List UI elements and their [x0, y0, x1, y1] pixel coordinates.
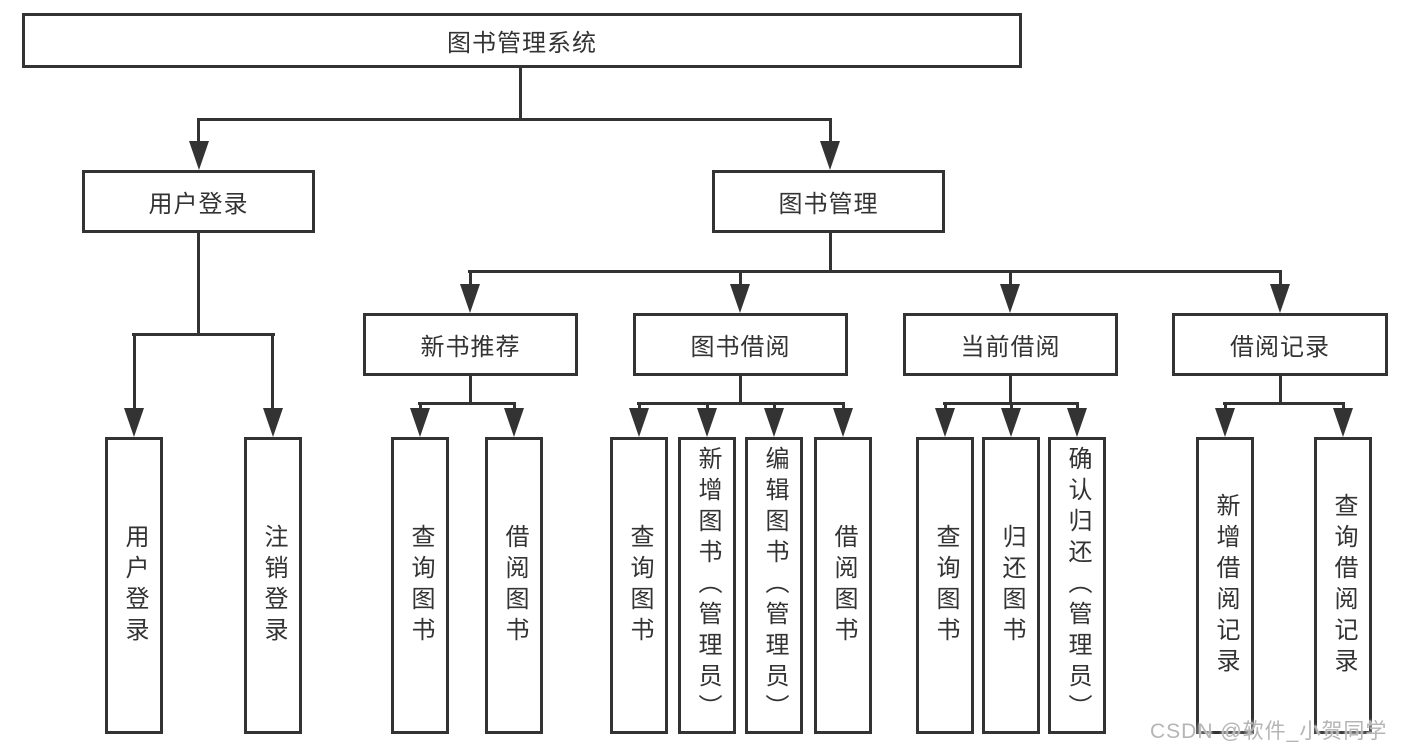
arrow-down-icon	[1000, 284, 1020, 313]
arrow-down-icon	[1001, 408, 1021, 437]
node-user-login: 用户登录	[82, 170, 315, 233]
leaf-label: 注销登录	[259, 523, 287, 648]
connector-line	[469, 270, 472, 286]
connector-line	[468, 270, 1282, 273]
arrow-down-icon	[189, 141, 209, 170]
arrow-down-icon	[730, 284, 750, 313]
node-library-management-system: 图书管理系统	[22, 13, 1022, 68]
leaf-user-login: 用户登录	[105, 437, 163, 734]
connector-line	[1010, 402, 1013, 411]
leaf-label: 归还图书	[997, 523, 1025, 648]
connector-line	[418, 402, 516, 405]
leaf-label: 编辑图书（管理员）	[760, 446, 788, 725]
connector-line	[739, 375, 742, 405]
arrow-down-icon	[833, 408, 853, 437]
connector-line	[519, 67, 522, 120]
connector-line	[1224, 402, 1227, 411]
connector-line	[513, 402, 516, 411]
connector-line	[197, 118, 200, 146]
connector-line	[637, 402, 845, 405]
node-label: 图书借阅	[690, 334, 791, 361]
leaf-edit-books-admin: 编辑图书（管理员）	[745, 437, 803, 734]
connector-line	[842, 402, 845, 411]
connector-line	[829, 118, 832, 146]
leaf-label: 查询图书	[625, 523, 653, 648]
leaf-query-books-borrowing: 查询图书	[610, 437, 668, 734]
node-book-borrowing: 图书借阅	[633, 313, 848, 376]
connector-line	[469, 375, 472, 405]
arrow-down-icon	[1270, 284, 1290, 313]
arrow-down-icon	[1067, 408, 1087, 437]
connector-line	[638, 402, 641, 411]
node-label: 新书推荐	[420, 334, 521, 361]
connector-line	[829, 232, 832, 273]
connector-line	[197, 232, 200, 336]
connector-line	[773, 402, 776, 411]
connector-line	[944, 402, 947, 411]
leaf-logout-login: 注销登录	[244, 437, 302, 734]
connector-line	[706, 402, 709, 411]
connector-line	[132, 333, 275, 336]
arrow-down-icon	[1215, 408, 1235, 437]
leaf-label: 新增图书（管理员）	[693, 446, 721, 725]
connector-line	[1279, 375, 1282, 405]
connector-line	[739, 270, 742, 286]
leaf-borrow-books-borrowing: 借阅图书	[814, 437, 872, 734]
arrow-down-icon	[629, 408, 649, 437]
leaf-label: 查询图书	[406, 523, 434, 648]
connector-line	[197, 118, 832, 121]
leaf-query-books-recommend: 查询图书	[391, 437, 449, 734]
leaf-query-borrow-record: 查询借阅记录	[1314, 437, 1372, 734]
node-borrowing-records: 借阅记录	[1172, 313, 1388, 376]
node-current-borrowing: 当前借阅	[903, 313, 1118, 376]
connector-line	[1009, 375, 1012, 405]
arrow-down-icon	[124, 408, 144, 437]
arrow-down-icon	[935, 408, 955, 437]
leaf-label: 借阅图书	[500, 523, 528, 648]
leaf-add-books-admin: 新增图书（管理员）	[678, 437, 736, 734]
connector-line	[133, 333, 136, 410]
leaf-label: 用户登录	[120, 523, 148, 648]
leaf-label: 查询借阅记录	[1329, 492, 1357, 679]
connector-line	[1009, 270, 1012, 286]
arrow-down-icon	[820, 141, 840, 170]
connector-line	[1279, 270, 1282, 286]
connector-line	[271, 333, 274, 410]
leaf-label: 新增借阅记录	[1211, 492, 1239, 679]
leaf-label: 借阅图书	[829, 523, 857, 648]
watermark: CSDN @软件_小贺同学	[1150, 720, 1388, 743]
node-new-book-recommendation: 新书推荐	[363, 313, 578, 376]
node-label: 借阅记录	[1230, 334, 1330, 361]
node-label: 图书管理	[778, 191, 879, 218]
leaf-add-borrow-record: 新增借阅记录	[1196, 437, 1254, 734]
arrow-down-icon	[460, 284, 480, 313]
connector-line	[419, 402, 422, 411]
leaf-return-books: 归还图书	[982, 437, 1040, 734]
leaf-label: 查询图书	[931, 523, 959, 648]
connector-line	[1223, 402, 1345, 405]
arrow-down-icon	[697, 408, 717, 437]
node-label: 当前借阅	[960, 334, 1061, 361]
arrow-down-icon	[504, 408, 524, 437]
node-label: 图书管理系统	[447, 30, 597, 57]
leaf-label: 确认归还（管理员）	[1063, 446, 1091, 725]
arrow-down-icon	[764, 408, 784, 437]
arrow-down-icon	[263, 408, 283, 437]
node-book-management: 图书管理	[712, 170, 945, 233]
leaf-borrow-books-recommend: 借阅图书	[485, 437, 543, 734]
leaf-confirm-return-admin: 确认归还（管理员）	[1048, 437, 1106, 734]
connector-line	[1342, 402, 1345, 411]
connector-line	[1076, 402, 1079, 411]
node-label: 用户登录	[148, 191, 249, 218]
arrow-down-icon	[1333, 408, 1353, 437]
arrow-down-icon	[410, 408, 430, 437]
leaf-query-books-current: 查询图书	[916, 437, 974, 734]
